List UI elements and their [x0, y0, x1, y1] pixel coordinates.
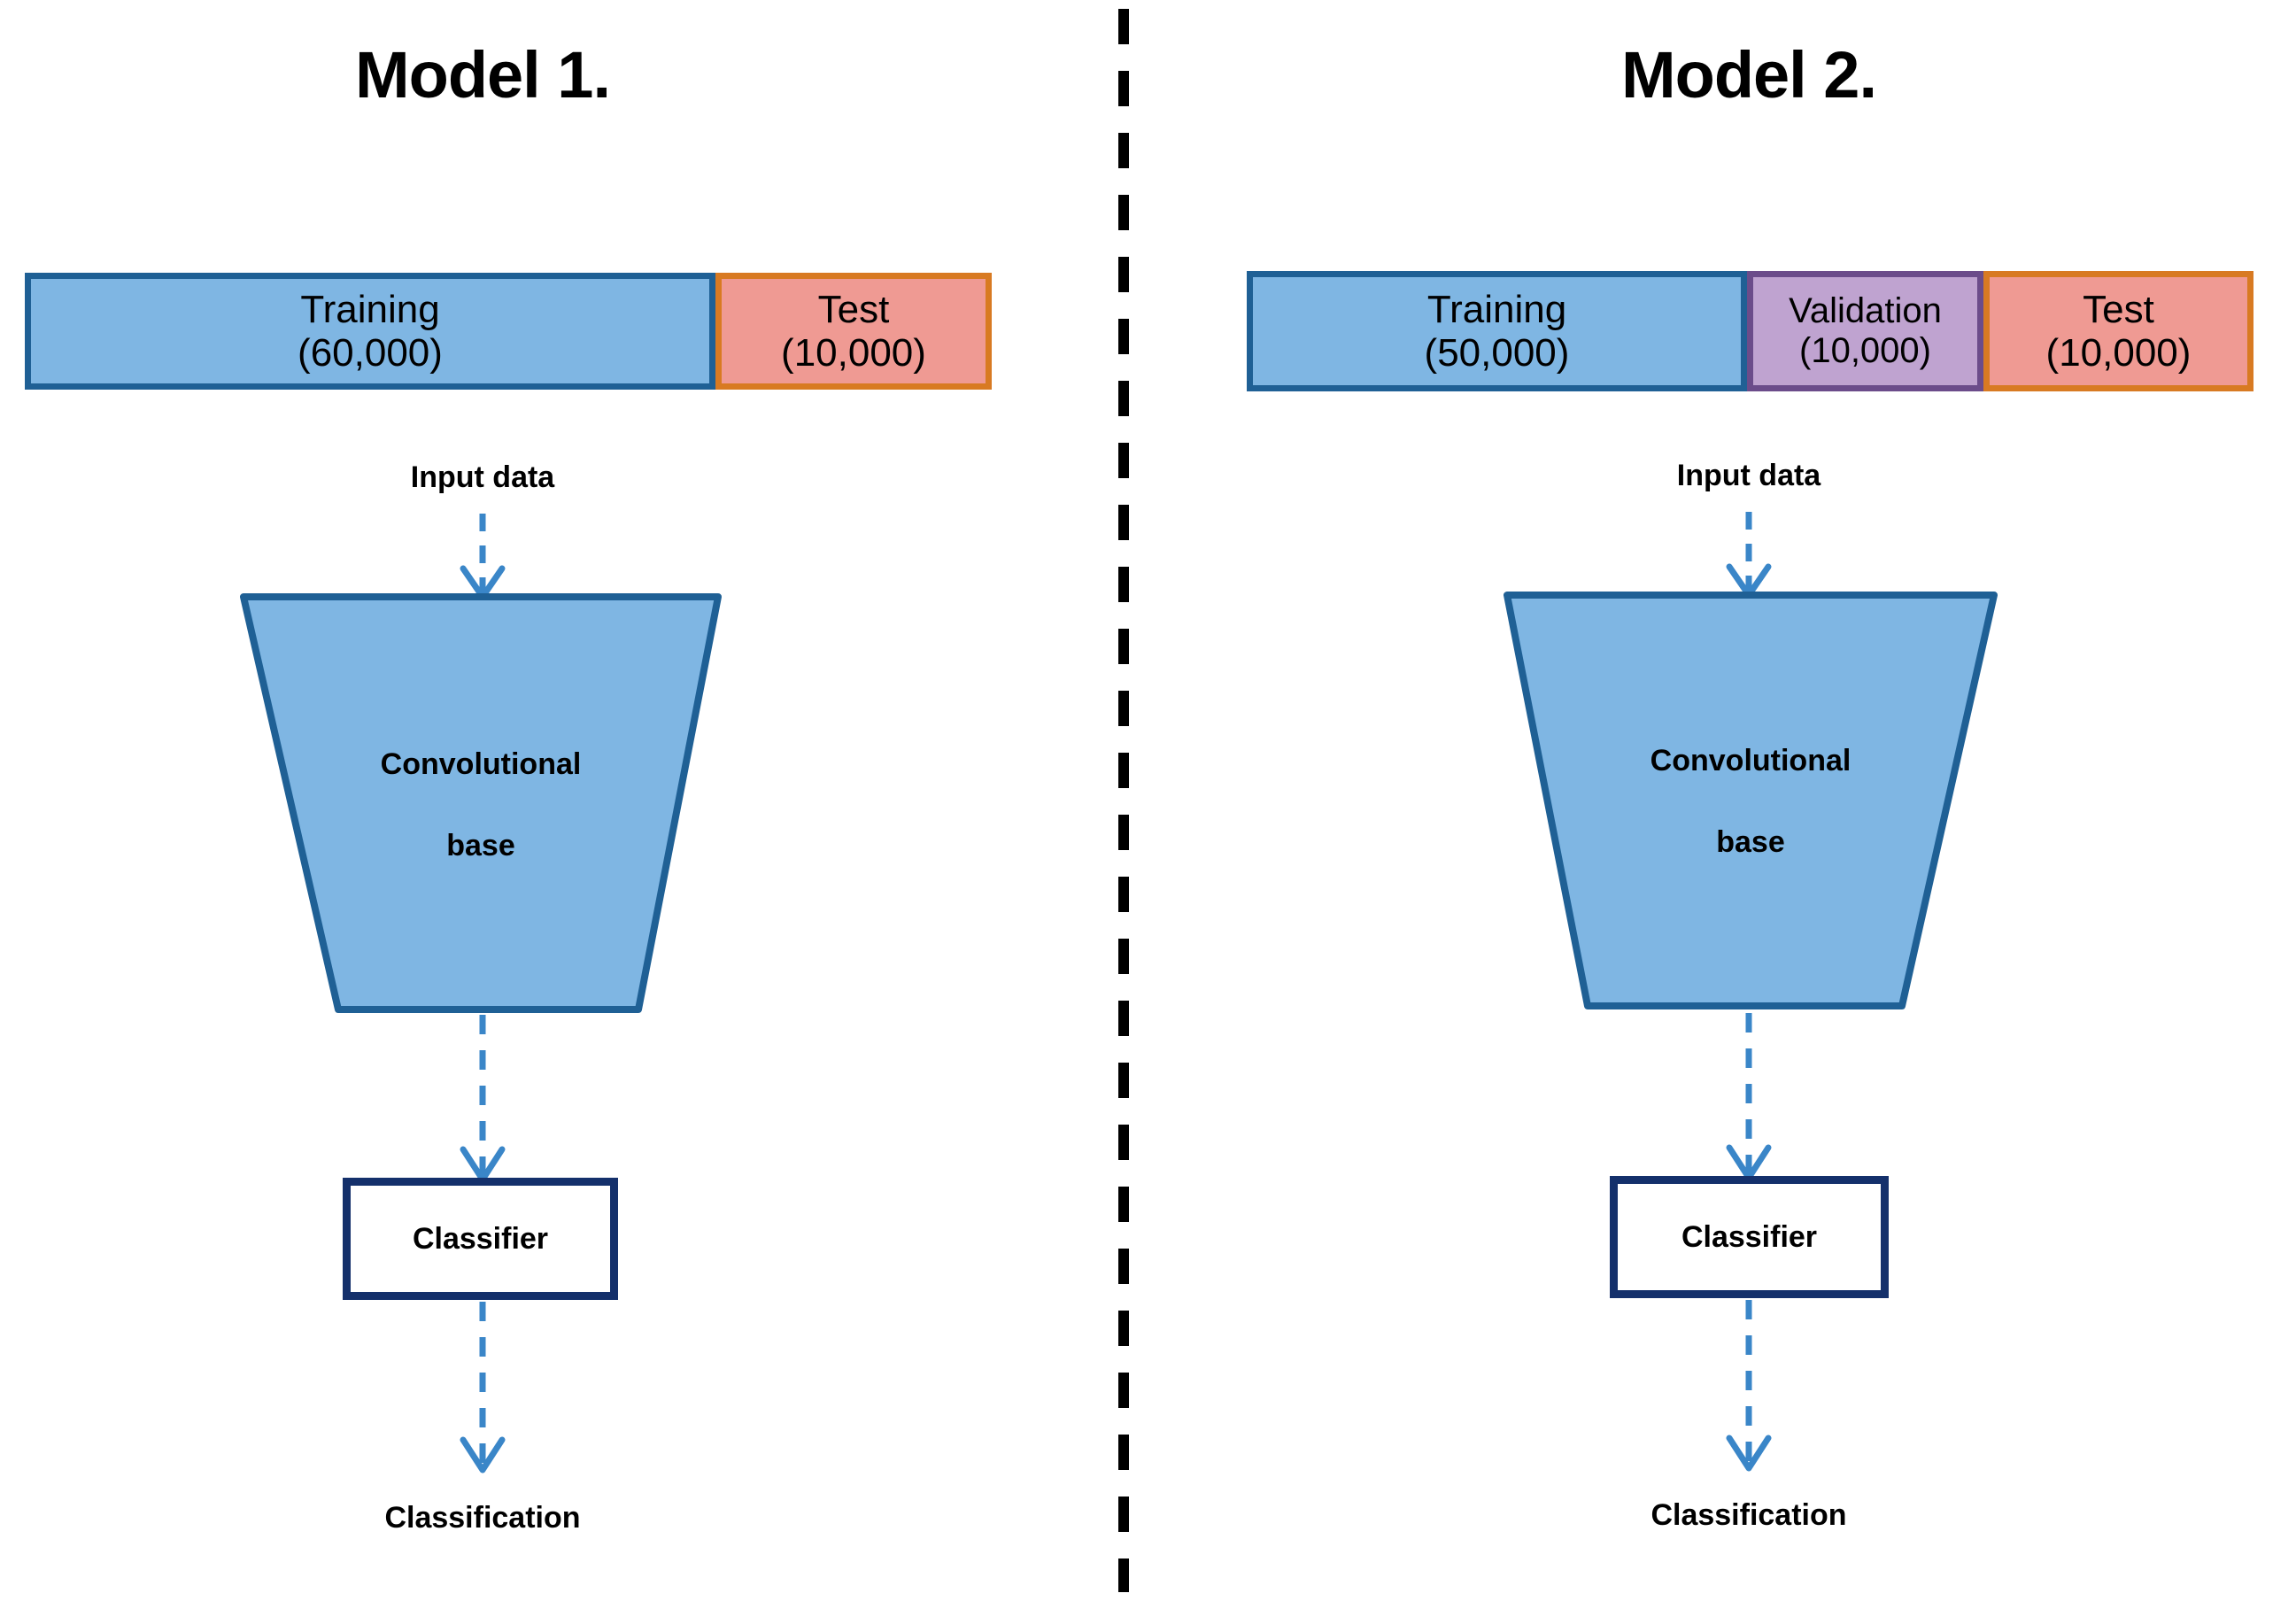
model1-classifier-to-output-arrow	[447, 1302, 518, 1475]
model2-classifier-box[interactable]: Classifier	[1610, 1176, 1889, 1298]
model1-output-label: Classification	[384, 1501, 581, 1535]
model2-test-segment[interactable]: Test (10,000)	[1983, 271, 2253, 391]
model2-conv-base-line1: Convolutional	[1650, 744, 1851, 777]
model2-test-count: (10,000)	[2045, 331, 2192, 375]
model2-dataset-bar: Training (50,000) Validation (10,000) Te…	[1247, 271, 2253, 391]
model2-classifier-to-output-arrow	[1713, 1300, 1784, 1473]
model2-training-name: Training	[1426, 287, 1567, 331]
model2-input-data-label: Input data	[1676, 459, 1821, 492]
model1-convbase-to-classifier-arrow	[447, 1015, 518, 1185]
model2-title: Model 2.	[1620, 38, 1877, 112]
model2-output-label: Classification	[1650, 1498, 1847, 1532]
panel-divider	[1112, 4, 1135, 1597]
model1-classifier-box[interactable]: Classifier	[343, 1178, 618, 1300]
model2-classifier-label: Classifier	[1681, 1219, 1818, 1254]
model1-training-segment[interactable]: Training (60,000)	[25, 273, 715, 390]
model2-training-count: (50,000)	[1424, 331, 1570, 375]
model1-dataset-bar: Training (60,000) Test (10,000)	[25, 273, 992, 390]
model2-test-name: Test	[2083, 287, 2154, 331]
model1-title: Model 1.	[354, 38, 611, 112]
model1-convolutional-base[interactable]: Convolutional base	[235, 588, 727, 1018]
model2-training-segment[interactable]: Training (50,000)	[1247, 271, 1747, 391]
model1-training-count: (60,000)	[298, 331, 443, 375]
model1-test-name: Test	[817, 287, 890, 331]
model2-conv-base-line2: base	[1716, 825, 1785, 859]
model2-convolutional-base[interactable]: Convolutional base	[1498, 586, 2003, 1015]
model1-conv-base-line2: base	[446, 829, 515, 862]
model1-test-segment[interactable]: Test (10,000)	[715, 273, 992, 390]
model2-validation-count: (10,000)	[1799, 331, 1931, 370]
model1-conv-base-line1: Convolutional	[380, 747, 582, 781]
model2-validation-segment[interactable]: Validation (10,000)	[1747, 271, 1983, 391]
model2-convbase-to-classifier-arrow	[1713, 1013, 1784, 1183]
model1-test-count: (10,000)	[781, 331, 926, 375]
model1-classifier-label: Classifier	[412, 1221, 549, 1256]
model1-training-name: Training	[300, 287, 440, 331]
model2-validation-name: Validation	[1789, 291, 1942, 331]
model1-input-data-label: Input data	[410, 460, 555, 494]
